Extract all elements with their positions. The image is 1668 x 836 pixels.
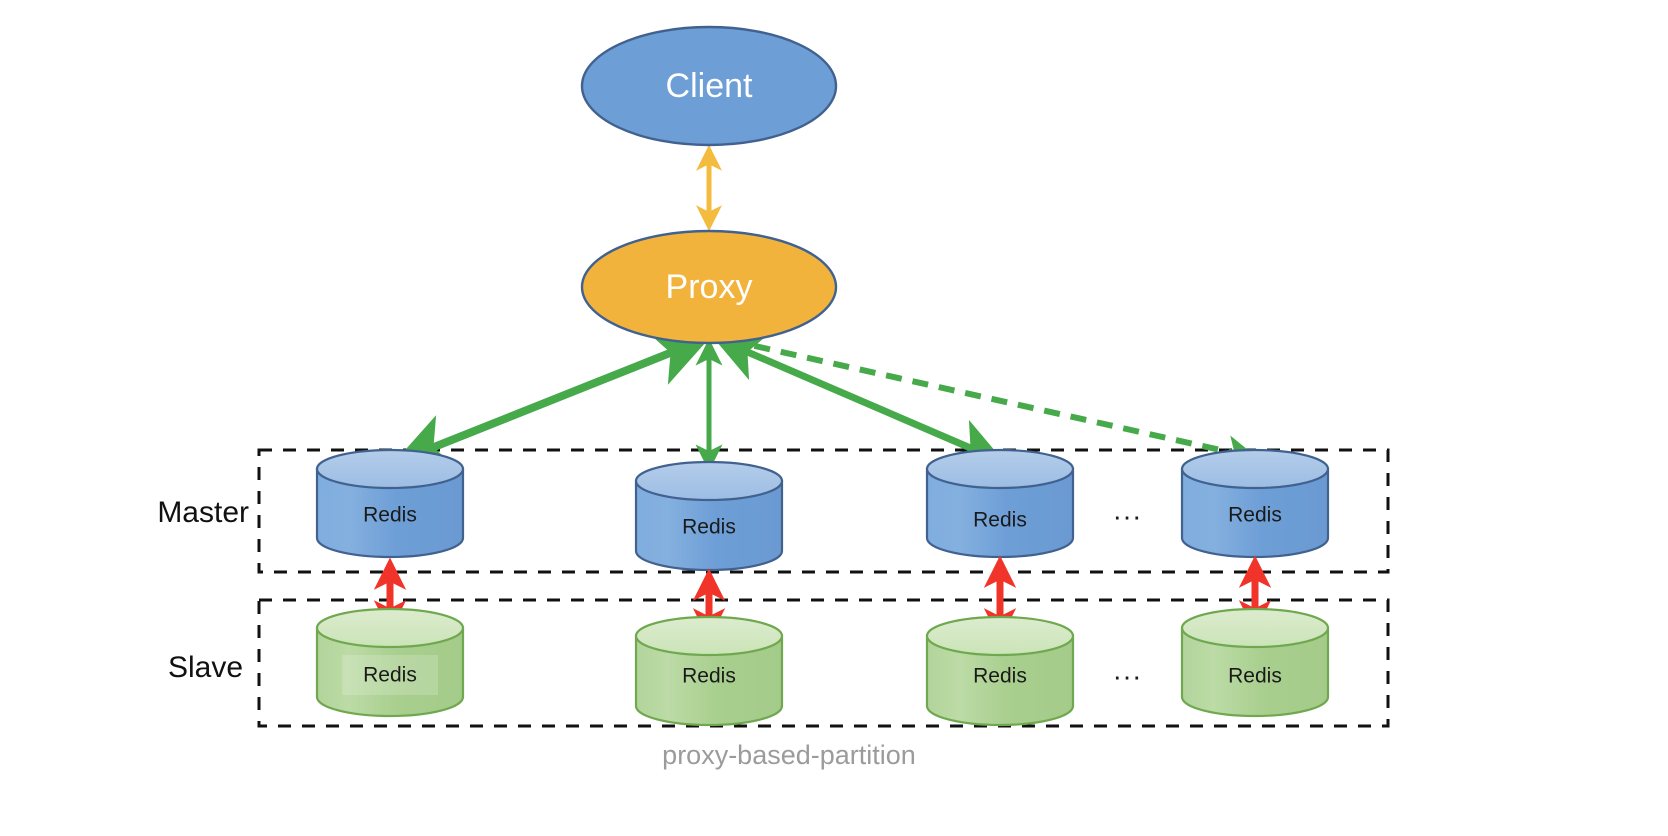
master-redis-3[interactable]: Redis xyxy=(925,448,1075,559)
slave-redis-1-highlight xyxy=(342,655,438,695)
master-redis-1[interactable]: Redis xyxy=(315,448,465,559)
master-redis-2[interactable]: Redis xyxy=(634,460,784,572)
diagram-caption: proxy-based-partition xyxy=(662,740,916,770)
client-node[interactable]: Client xyxy=(580,25,838,147)
master-ellipsis: ... xyxy=(1113,494,1142,525)
proxy-master-3-link xyxy=(712,333,1006,467)
master-redis-4[interactable]: Redis xyxy=(1180,448,1330,559)
slave-ellipsis: ... xyxy=(1113,654,1142,685)
slave-group-box xyxy=(257,598,1390,728)
slave-redis-3[interactable]: Redis xyxy=(925,615,1075,727)
slave-redis-2[interactable]: Redis xyxy=(634,615,784,727)
master-group-label: Master xyxy=(157,496,249,529)
proxy-master-1-link xyxy=(393,331,711,469)
slave-group-label: Slave xyxy=(168,651,243,684)
proxy-node[interactable]: Proxy xyxy=(580,229,838,345)
slave-redis-1[interactable]: Redis xyxy=(315,607,465,718)
proxy-master-4-link xyxy=(727,337,1259,468)
slave-redis-4[interactable]: Redis xyxy=(1180,607,1330,718)
